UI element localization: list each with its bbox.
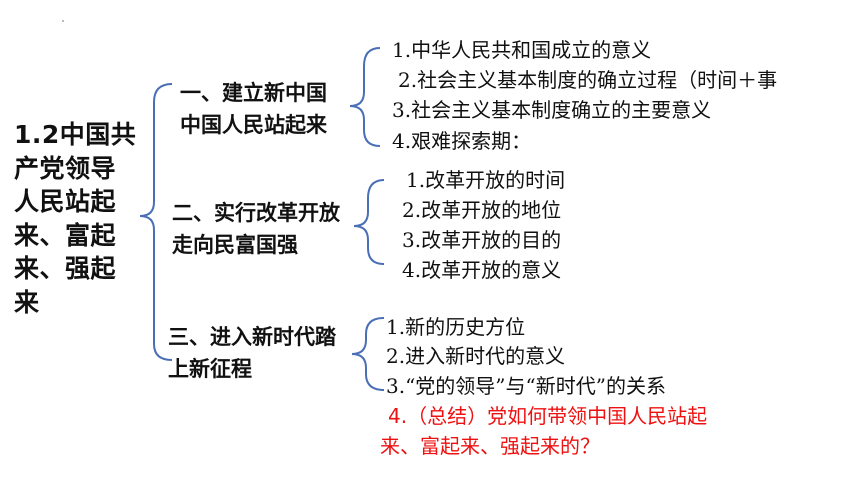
- branch-3-label: 三、进入新时代踏上新征程: [168, 325, 336, 381]
- summary-question-line-2: 来、富起来、强起来的？: [380, 434, 600, 458]
- branch-3-item-2: 2.进入新时代的意义: [386, 344, 566, 368]
- branch-1-item-1: 1.中华人民共和国成立的意义: [392, 38, 652, 62]
- branch-2-item-2: 2.改革开放的地位: [402, 198, 562, 222]
- branch1-bracket: [349, 47, 381, 147]
- summary-question-line-1: 4.（总结）党如何带领中国人民站起: [388, 404, 708, 428]
- branch-2-item-1: 1.改革开放的时间: [406, 168, 566, 192]
- decorative-dot: [62, 20, 64, 22]
- branch-1-item-3: 3.社会主义基本制度确立的主要意义: [392, 98, 712, 122]
- branch-2-item-3: 3.改革开放的目的: [402, 228, 562, 252]
- main-bracket: [139, 83, 173, 361]
- branch-3-item-3: 3.“党的领导”与“新时代”的关系: [386, 374, 666, 398]
- branch-1-item-2: 2.社会主义基本制度的确立过程（时间＋事: [398, 68, 778, 92]
- branch-2-label: 二、实行改革开放 走向民富国强: [172, 201, 340, 257]
- branch2-bracket: [353, 179, 385, 265]
- branch-2-item-4: 4.改革开放的意义: [402, 258, 562, 282]
- branch-3-item-1: 1.新的历史方位: [386, 315, 526, 339]
- branch-1-label: 一、建立新中国 中国人民站起来: [180, 81, 327, 137]
- branch-1-item-4: 4.艰难探索期：: [392, 129, 532, 153]
- root-title: 1.2中国共产党领导人民站起来、富起来、强起来: [14, 120, 137, 317]
- branch3-bracket: [351, 317, 385, 391]
